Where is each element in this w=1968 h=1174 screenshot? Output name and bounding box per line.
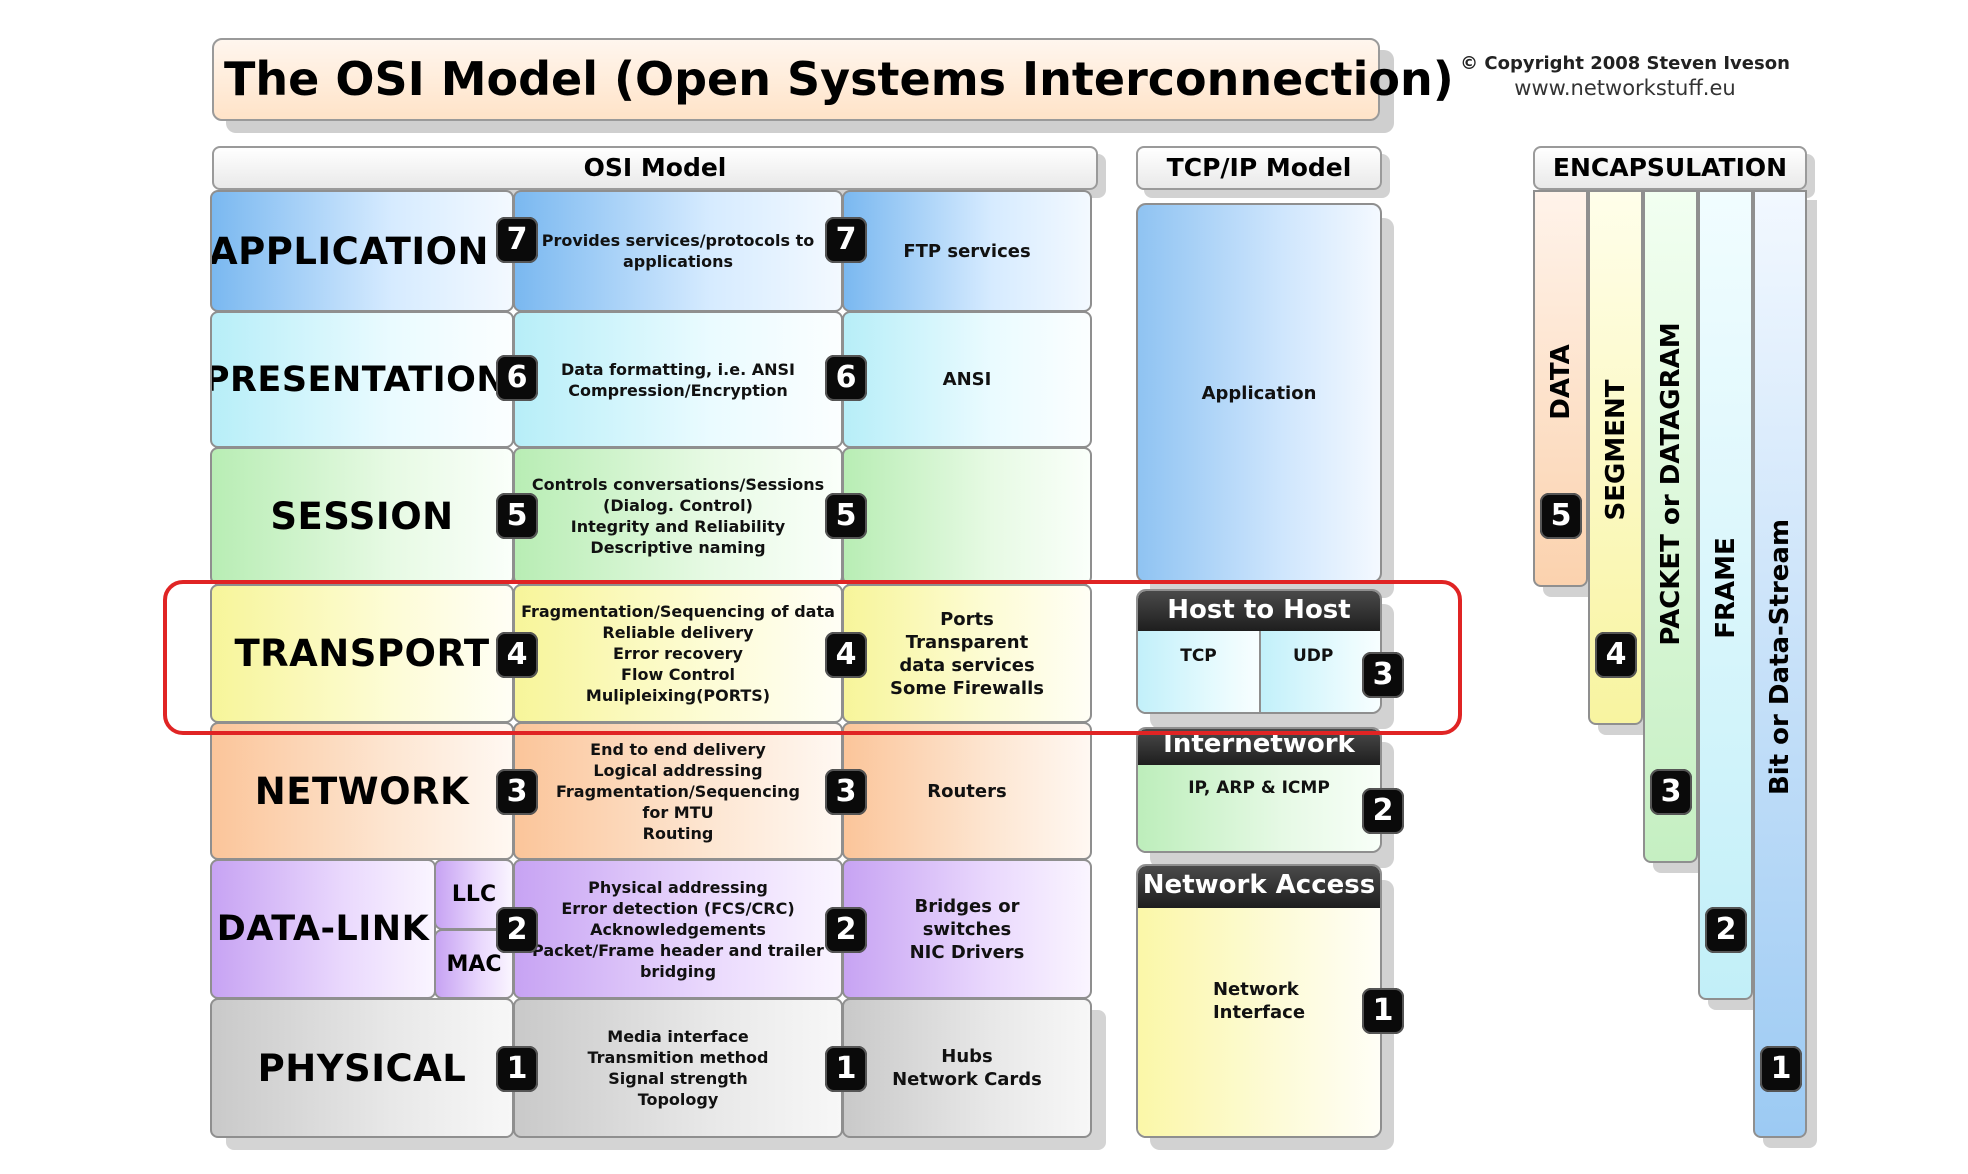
layer-examples-network: Routers <box>927 780 1007 802</box>
layer-name-session: SESSION <box>270 494 454 538</box>
layer-name-cell-application: APPLICATION <box>210 190 514 312</box>
encapsulation-number-badge: 2 <box>1705 907 1747 953</box>
layer-examples-presentation: ANSI <box>942 369 992 390</box>
encapsulation-number-badge: 3 <box>1650 769 1692 815</box>
encapsulation-label-data: DATA <box>1545 344 1576 420</box>
tcpip-host-to-host-layer: Host to Host TCP UDP <box>1136 589 1382 714</box>
tcpip-model-header: TCP/IP Model <box>1136 146 1382 190</box>
sublayer-mac-cell: MAC <box>434 929 514 999</box>
encapsulation-label-frame: FRAME <box>1710 537 1741 639</box>
layer-number-badge: 4 <box>496 632 538 678</box>
encapsulation-number-badge: 1 <box>1760 1046 1802 1092</box>
layer-name-cell-transport: TRANSPORT <box>210 584 514 723</box>
layer-name-cell-physical: PHYSICAL <box>210 998 514 1138</box>
layer-examples-cell-session <box>842 447 1092 585</box>
layer-name-cell-session: SESSION <box>210 447 514 585</box>
layer-examples-cell-presentation: ANSI <box>842 311 1092 448</box>
layer-number-badge: 2 <box>825 907 867 953</box>
sublayer-mac: MAC <box>446 951 502 977</box>
layer-name-transport: TRANSPORT <box>234 632 490 675</box>
layer-name-cell-data-link: DATA-LINK <box>210 859 436 999</box>
layer-examples-cell-physical: Hubs Network Cards <box>842 998 1092 1138</box>
layer-description-transport: Fragmentation/Sequencing of data Reliabl… <box>521 602 835 705</box>
layer-name-application: APPLICATION <box>210 229 490 273</box>
layer-description-cell-data-link: Physical addressing Error detection (FCS… <box>513 859 843 999</box>
layer-description-cell-physical: Media interface Transmition method Signa… <box>513 998 843 1138</box>
layer-description-cell-network: End to end delivery Logical addressing F… <box>513 722 843 860</box>
layer-description-cell-session: Controls conversations/Sessions (Dialog.… <box>513 447 843 585</box>
layer-description-network: End to end delivery Logical addressing F… <box>555 739 801 843</box>
layer-examples-cell-network: Routers <box>842 722 1092 860</box>
layer-name-data-link: DATA-LINK <box>216 909 430 949</box>
udp-cell: UDP <box>1261 631 1380 712</box>
layer-examples-application: FTP services <box>903 240 1031 262</box>
encapsulation-label-bit-stream: Bit or Data-Stream <box>1765 518 1795 796</box>
udp-label: UDP <box>1293 646 1334 666</box>
network-access-title: Network Access <box>1138 866 1380 908</box>
encapsulation-number-badge: 4 <box>1595 632 1637 678</box>
sublayer-llc: LLC <box>451 882 497 907</box>
network-access-number-badge: 1 <box>1362 988 1404 1034</box>
osi-model-header: OSI Model <box>212 146 1098 190</box>
encapsulation-header: ENCAPSULATION <box>1533 146 1807 190</box>
layer-description-data-link: Physical addressing Error detection (FCS… <box>532 877 824 981</box>
layer-name-network: NETWORK <box>254 769 470 813</box>
network-interface-label: Network Interface <box>1212 979 1306 1023</box>
encapsulation-column-frame: FRAME <box>1698 190 1753 1000</box>
layer-number-badge: 5 <box>825 493 867 539</box>
encapsulation-number-badge: 5 <box>1540 493 1582 539</box>
host-to-host-number-badge: 3 <box>1362 652 1404 698</box>
layer-number-badge: 1 <box>825 1046 867 1092</box>
layer-examples-physical: Hubs Network Cards <box>892 1046 1042 1090</box>
copyright-line: © Copyright 2008 Steven Iveson <box>1460 53 1790 74</box>
layer-description-presentation: Data formatting, i.e. ANSI Compression/E… <box>561 359 795 400</box>
layer-number-badge: 5 <box>496 493 538 539</box>
layer-name-physical: PHYSICAL <box>257 1046 467 1090</box>
copyright-notice: © Copyright 2008 Steven Iveson www.netwo… <box>1440 52 1810 100</box>
layer-name-cell-network: NETWORK <box>210 722 514 860</box>
tcpip-application-label: Application <box>1201 382 1317 404</box>
internetwork-body: IP, ARP & ICMP <box>1138 765 1380 851</box>
network-access-body: Network Interface <box>1138 908 1380 1136</box>
layer-description-cell-presentation: Data formatting, i.e. ANSI Compression/E… <box>513 311 843 448</box>
encapsulation-label-segment: SEGMENT <box>1600 379 1631 521</box>
encapsulation-column-packet: PACKET or DATAGRAM <box>1643 190 1698 863</box>
tcpip-internetwork-layer: Internetwork IP, ARP & ICMP <box>1136 727 1382 853</box>
layer-number-badge: 6 <box>496 355 538 401</box>
layer-name-presentation: PRESENTATION <box>210 359 507 400</box>
transport-highlight-frame <box>163 580 1462 735</box>
website-text: www.networkstuff.eu <box>1514 76 1736 100</box>
layer-number-badge: 7 <box>825 217 867 263</box>
internetwork-number-badge: 2 <box>1362 788 1404 834</box>
layer-description-application: Provides services/protocols to applicati… <box>541 231 815 271</box>
layer-examples-data-link: Bridges or switches NIC Drivers <box>909 895 1025 963</box>
layer-number-badge: 3 <box>825 769 867 815</box>
layer-number-badge: 1 <box>496 1046 538 1092</box>
layer-number-badge: 3 <box>496 769 538 815</box>
layer-number-badge: 4 <box>825 632 867 678</box>
layer-description-cell-application: Provides services/protocols to applicati… <box>513 190 843 312</box>
layer-examples-cell-application: FTP services <box>842 190 1092 312</box>
encapsulation-column-bit-stream: Bit or Data-Stream <box>1753 190 1807 1138</box>
layer-examples-cell-data-link: Bridges or switches NIC Drivers <box>842 859 1092 999</box>
page-title: The OSI Model (Open Systems Interconnect… <box>212 38 1454 121</box>
layer-number-badge: 7 <box>496 217 538 263</box>
layer-description-physical: Media interface Transmition method Signa… <box>587 1027 769 1109</box>
layer-description-session: Controls conversations/Sessions (Dialog.… <box>531 475 825 557</box>
encapsulation-label-packet: PACKET or DATAGRAM <box>1655 322 1686 646</box>
layer-number-badge: 2 <box>496 907 538 953</box>
layer-examples-transport: Ports Transparent data services Some Fir… <box>890 608 1044 699</box>
internetwork-protocols: IP, ARP & ICMP <box>1188 778 1330 798</box>
layer-number-badge: 6 <box>825 355 867 401</box>
host-to-host-title: Host to Host <box>1138 591 1380 631</box>
layer-examples-cell-transport: Ports Transparent data services Some Fir… <box>842 584 1092 723</box>
layer-name-cell-presentation: PRESENTATION <box>210 311 514 448</box>
tcp-cell: TCP <box>1138 631 1261 712</box>
tcpip-application-layer: Application <box>1136 203 1382 583</box>
tcpip-network-access-layer: Network Access Network Interface <box>1136 864 1382 1138</box>
tcp-label: TCP <box>1180 646 1217 666</box>
